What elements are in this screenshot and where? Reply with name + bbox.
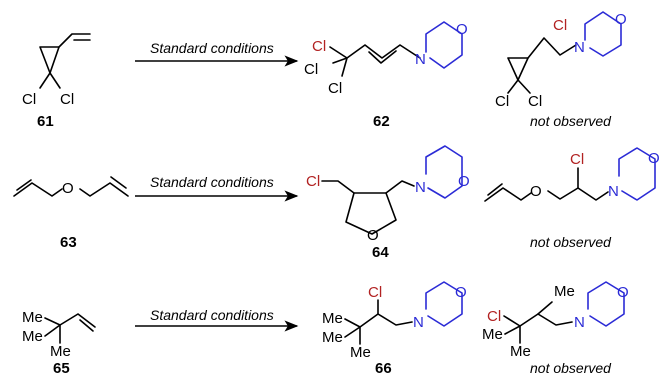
substrate-65: Me Me Me 65 (22, 309, 96, 376)
o-atom: O (617, 284, 629, 301)
not-observed-1: Cl Cl Cl N O not observed (495, 11, 627, 129)
me-label: Me (22, 328, 43, 345)
n-atom: N (574, 314, 585, 331)
morpholine-ring: N O (608, 147, 660, 201)
cl-atom: Cl (22, 91, 36, 108)
reaction-arrow-3: Standard conditions (135, 307, 299, 332)
compound-label-63: 63 (60, 234, 77, 251)
o-atom: O (367, 227, 379, 244)
cl-atom: Cl (487, 308, 501, 325)
compound-label-65: 65 (53, 360, 70, 376)
not-observed-label: not observed (530, 113, 612, 129)
not-observed-label: not observed (530, 360, 612, 376)
o-atom: O (648, 150, 660, 167)
me-label: Me (482, 326, 503, 343)
morpholine-ring: N O (574, 11, 627, 57)
cl-atom: Cl (328, 80, 342, 97)
me-label: Me (350, 344, 371, 361)
me-label: Me (322, 310, 343, 327)
cl-atom: Cl (60, 91, 74, 108)
condition-text: Standard conditions (150, 307, 274, 323)
me-label: Me (322, 329, 343, 346)
not-observed-label: not observed (530, 234, 612, 250)
condition-text: Standard conditions (150, 40, 274, 56)
compound-label-64: 64 (372, 244, 389, 261)
me-label: Me (510, 343, 531, 360)
product-66: Me Me Me Cl N O 66 (322, 281, 467, 376)
compound-label-61: 61 (37, 113, 54, 130)
me-label: Me (22, 309, 43, 326)
o-atom: O (62, 180, 74, 197)
me-label: Me (554, 283, 575, 300)
cl-atom: Cl (304, 61, 318, 78)
morpholine-ring: N O (413, 281, 467, 331)
o-atom: O (455, 284, 467, 301)
me-label: Me (50, 343, 71, 360)
product-64: Cl O N O 64 (306, 145, 470, 261)
cl-atom: Cl (312, 38, 326, 55)
compound-label-62: 62 (373, 113, 390, 130)
reaction-arrow-1: Standard conditions (135, 40, 299, 67)
condition-text: Standard conditions (150, 174, 274, 190)
cl-atom: Cl (553, 17, 567, 34)
o-atom: O (458, 173, 470, 190)
n-atom: N (574, 39, 585, 56)
o-atom: O (530, 183, 542, 200)
morpholine-ring: N O (415, 145, 470, 199)
morpholine-ring: N O (574, 281, 629, 331)
substrate-63: O 63 (13, 176, 129, 251)
n-atom: N (608, 183, 619, 200)
substrate-61: Cl Cl 61 (22, 33, 91, 130)
product-62: Cl Cl Cl N O 62 (304, 21, 468, 130)
reaction-arrow-2: Standard conditions (135, 174, 299, 202)
o-atom: O (615, 11, 627, 28)
cl-atom: Cl (528, 93, 542, 110)
cl-atom: Cl (495, 93, 509, 110)
n-atom: N (415, 51, 426, 68)
cl-atom: Cl (368, 284, 382, 301)
cl-atom: Cl (306, 173, 320, 190)
morpholine-ring: N O (415, 21, 468, 69)
o-atom: O (456, 21, 468, 38)
compound-label-66: 66 (375, 360, 392, 376)
n-atom: N (413, 314, 424, 331)
cl-atom: Cl (570, 151, 584, 168)
not-observed-3: Cl Me Me Me N O not observed (482, 281, 629, 376)
not-observed-2: O Cl N O not observed (484, 147, 660, 250)
n-atom: N (415, 179, 426, 196)
